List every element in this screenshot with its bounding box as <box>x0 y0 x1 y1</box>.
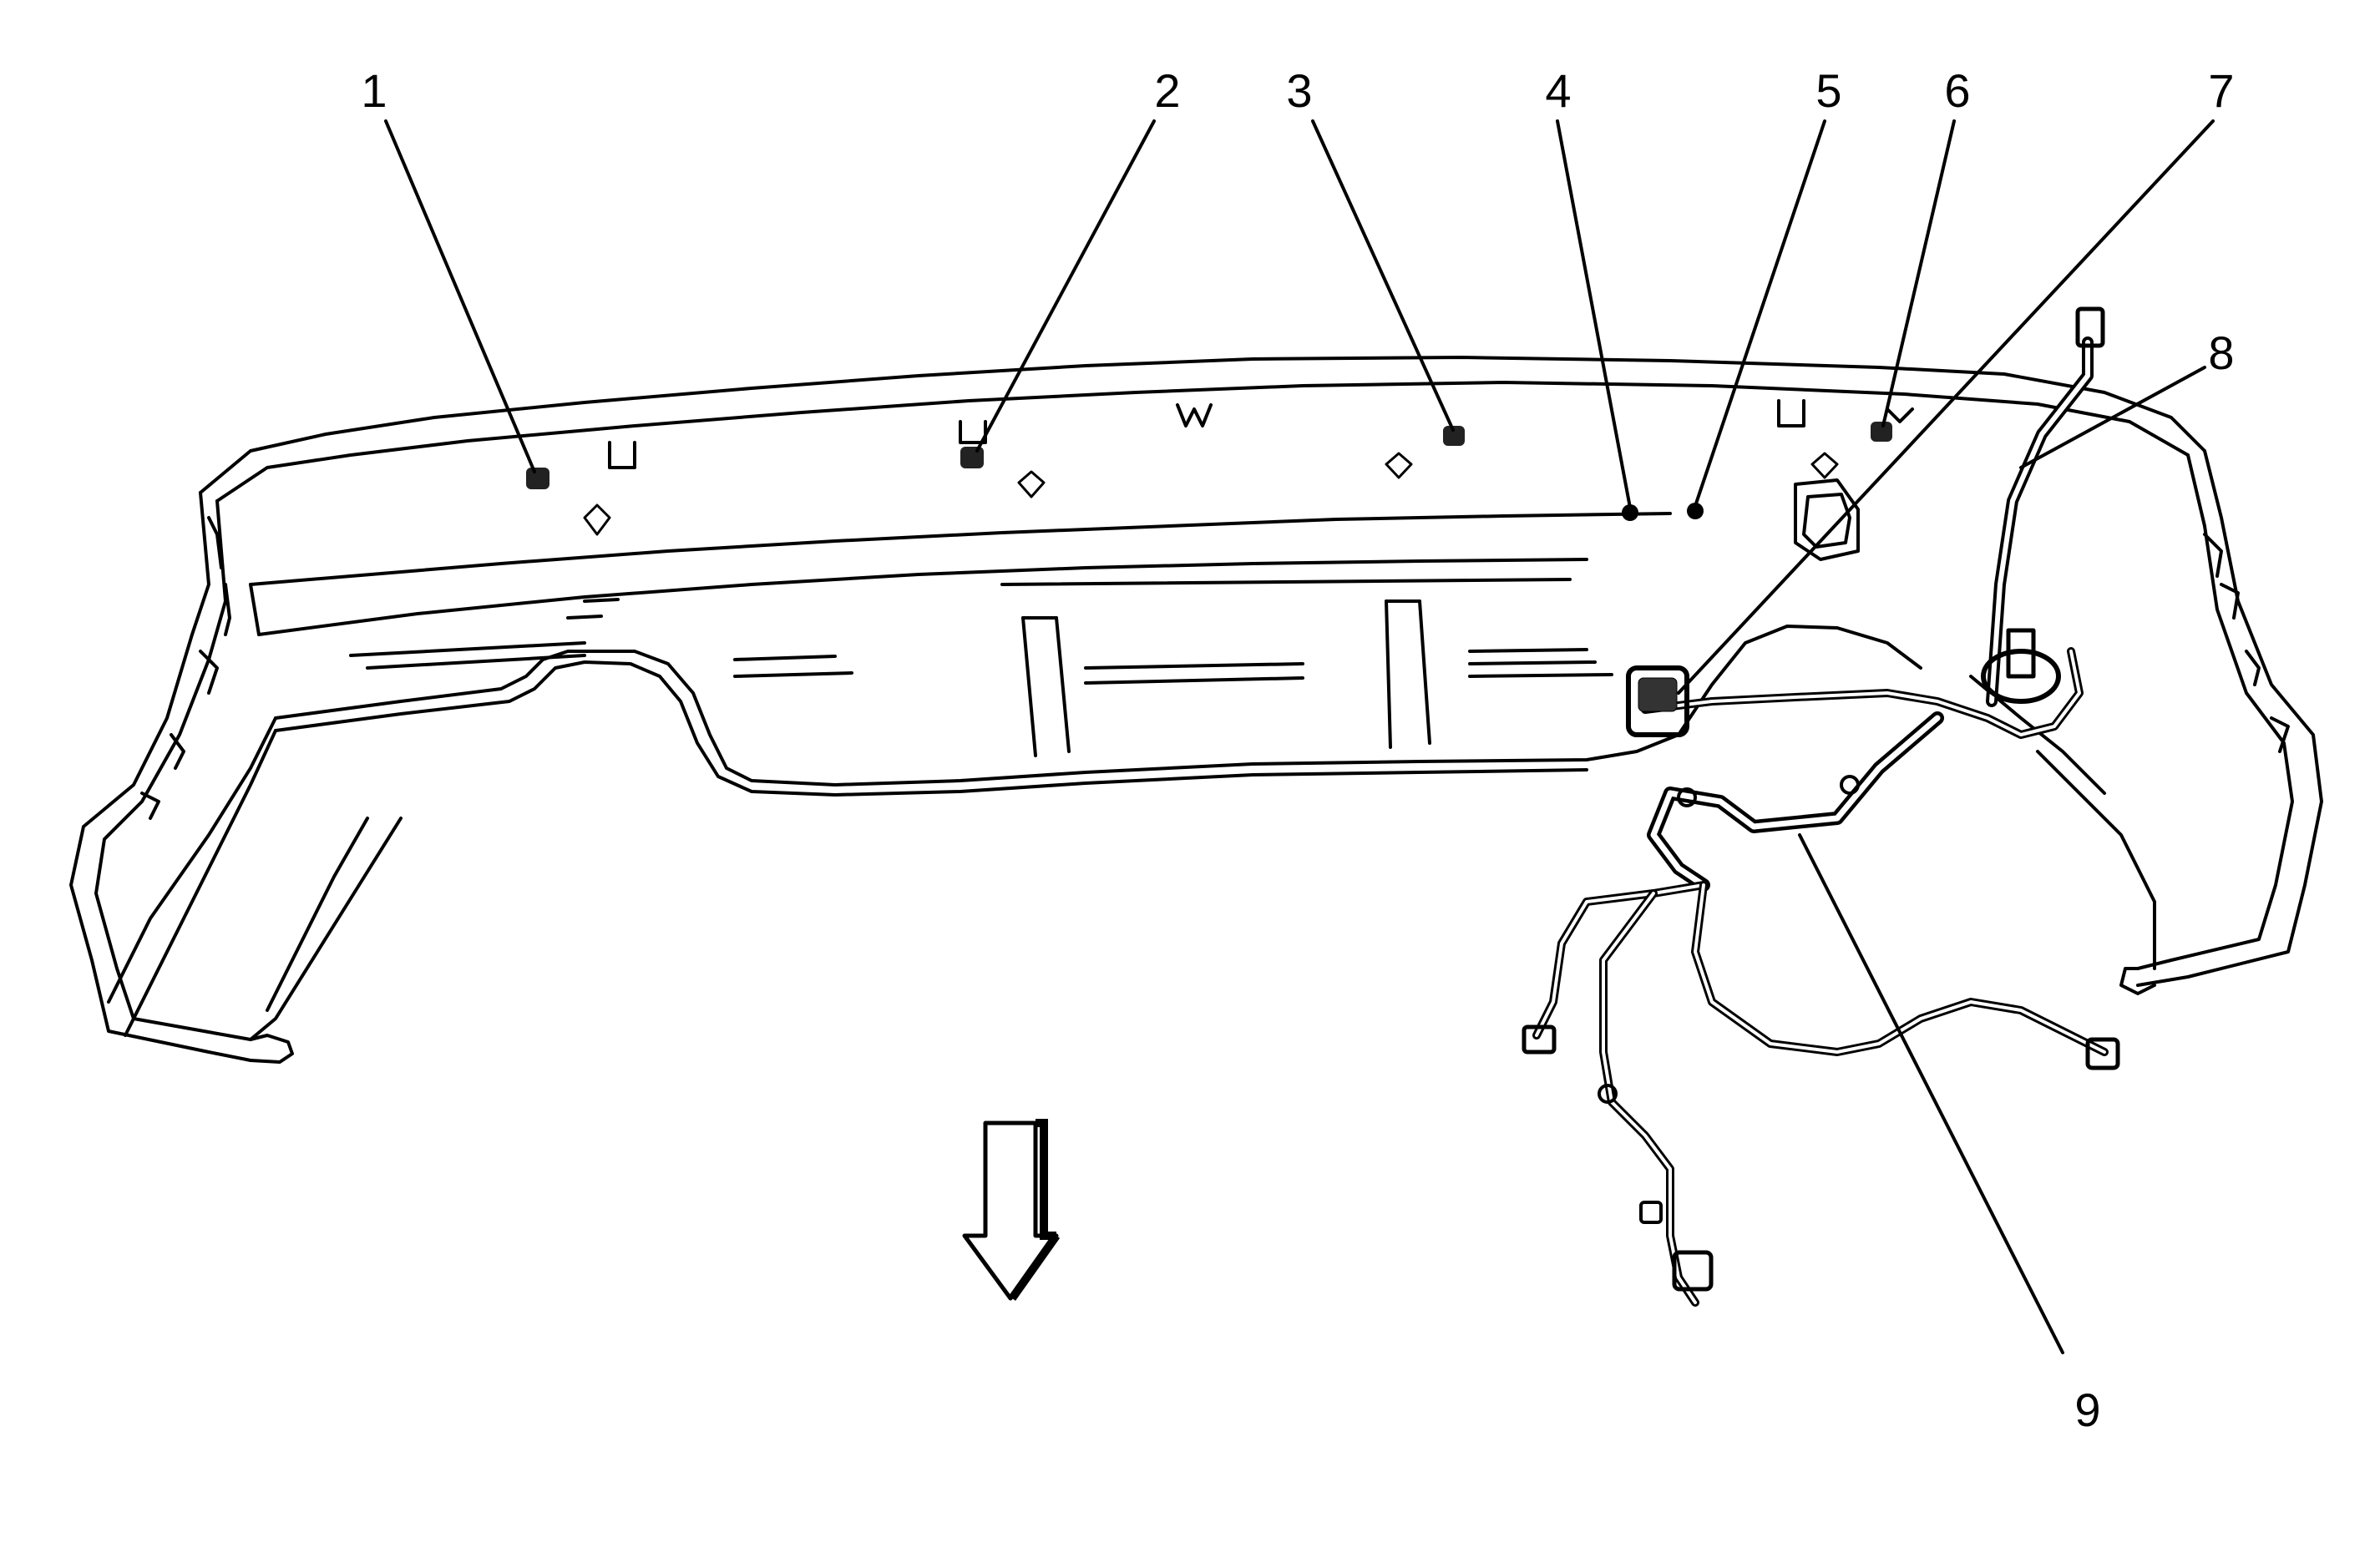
clip-3 <box>1443 426 1465 446</box>
leader-6 <box>1881 119 1956 427</box>
push-pin-4 <box>1622 504 1638 521</box>
wiring-harness <box>1522 306 2120 1307</box>
fastener-clips <box>526 422 1892 536</box>
callout-7: 7 <box>2208 64 2234 117</box>
clip-6 <box>1871 422 1892 442</box>
callout-leaders <box>384 119 2215 1354</box>
callout-8: 8 <box>2208 326 2234 379</box>
callout-1: 1 <box>361 64 387 117</box>
callout-2: 2 <box>1154 64 1180 117</box>
clip-2 <box>960 447 984 468</box>
leader-2 <box>975 119 1156 453</box>
callout-6: 6 <box>1944 64 1970 117</box>
callout-5: 5 <box>1815 64 1841 117</box>
bumper-fascia <box>69 356 2323 1064</box>
down-arrow-icon <box>962 1119 1061 1301</box>
callout-labels: 1 2 3 4 5 6 7 8 9 <box>361 64 2234 1436</box>
leader-5 <box>1694 119 1826 508</box>
leader-8 <box>2019 366 2206 469</box>
leader-3 <box>1311 119 1455 432</box>
callout-3: 3 <box>1286 64 1312 117</box>
leader-9 <box>1798 833 2064 1354</box>
clip-1 <box>526 468 549 489</box>
leader-4 <box>1556 119 1632 509</box>
callout-4: 4 <box>1545 64 1571 117</box>
push-pin-5 <box>1687 503 1704 519</box>
leader-1 <box>384 119 536 473</box>
leader-7 <box>1677 119 2215 695</box>
callout-9: 9 <box>2074 1383 2100 1436</box>
